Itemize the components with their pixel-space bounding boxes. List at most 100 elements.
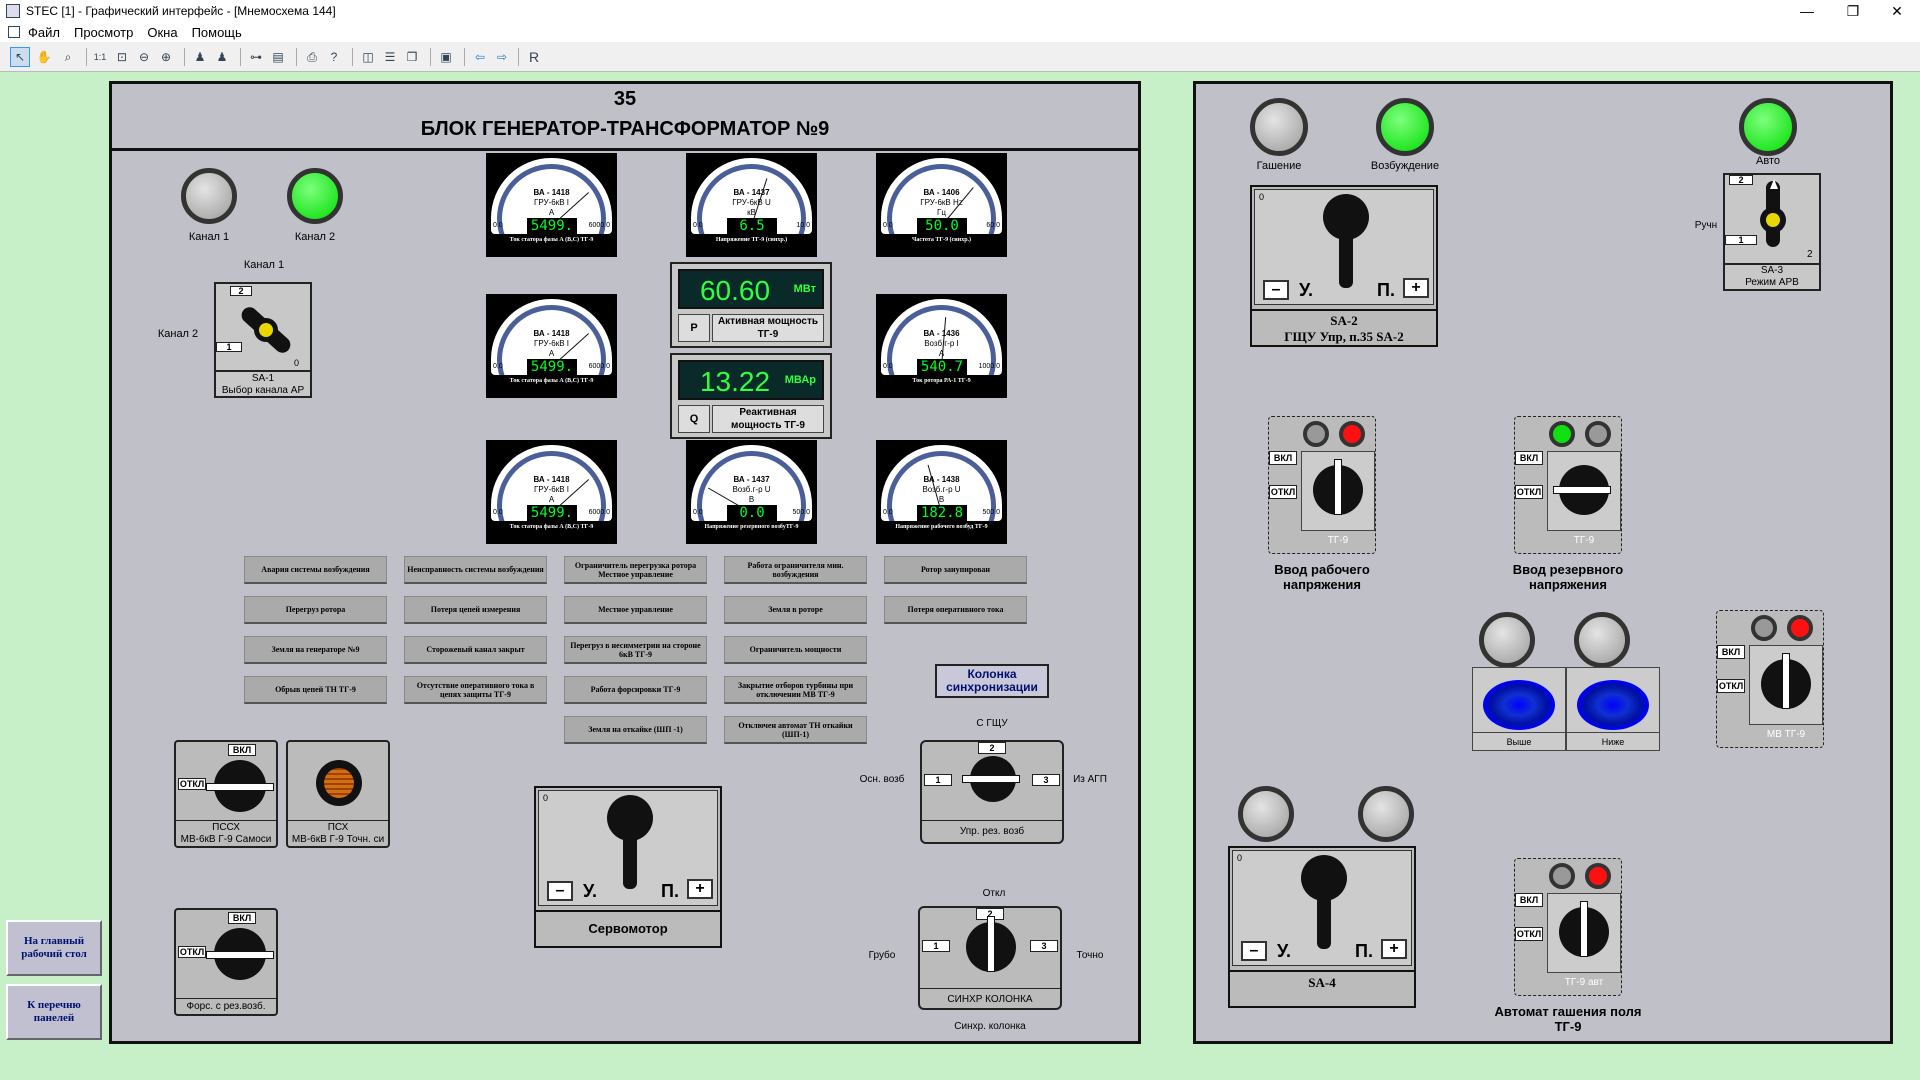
minimize-button[interactable]: — [1800,3,1814,19]
sinhr-switch[interactable]: 2 1 3 СИНХР КОЛОНКА [918,906,1062,1010]
sinhr-top-label: Откл [982,888,1006,899]
zoom-1to1-icon[interactable]: 1:1 [93,52,107,62]
back-icon[interactable]: ⇦ [474,50,486,64]
cascade-icon[interactable]: ❐ [406,50,418,64]
servo-plus-button[interactable]: + [687,879,713,899]
agp-handle[interactable] [1580,901,1588,957]
panel-icon[interactable]: ▤ [272,50,284,64]
sinhr-left-label: Грубо [868,950,896,961]
sa2-minus-button[interactable]: – [1263,280,1289,300]
sa2-zero: 0 [1259,192,1265,202]
servo-p-label: П. [661,881,679,901]
alarm-tile: Ограничитель перегрузка ротора Местное у… [564,556,707,584]
auto-lamp [1739,98,1797,156]
alarm-tile: Закрытие отборов турбины при отключении … [724,676,867,704]
meter-unit: В [748,495,755,504]
agp-on-tag: ВКЛ [1515,893,1543,907]
sa1-channel2-label: Канал 2 [157,328,199,340]
menu-view[interactable]: Просмотр [73,24,134,40]
work-voltage-handle[interactable] [1334,459,1342,515]
magnifier-icon[interactable]: ⌕ [64,49,72,64]
sa2-control[interactable]: 0 – У. П. + SA-2 ГЩУ Упр, п.35 SA-2 [1250,185,1438,347]
refresh-r-icon[interactable]: R [528,49,540,65]
menu-file[interactable]: Файл [28,24,60,40]
sa1-switch[interactable]: 2 1 0 SA-1 Выбор канала АР [214,282,312,398]
upr-rez-switch[interactable]: 2 1 3 Упр. рез. возб [920,740,1064,844]
down-button-cap[interactable] [1577,680,1649,730]
sa4-minus-button[interactable]: – [1241,941,1267,961]
up-button-cap[interactable] [1483,680,1555,730]
sync-column-button[interactable]: Колонка синхронизации [935,664,1049,698]
fors-switch[interactable]: ВКЛ ОТКЛ Форс. с рез.возб. [174,908,278,1016]
sa4-handle[interactable] [1317,891,1331,949]
menu-help[interactable]: Помощь [191,24,242,40]
fors-off-tag: ОТКЛ [178,946,206,958]
hand-icon[interactable]: ✋ [36,50,52,64]
sa3-desc: Режим АРВ [1745,277,1799,288]
pssx-switch[interactable]: ВКЛ ОТКЛ ПССХ МВ-6кВ Г-9 Самоси [174,740,278,848]
meter-min: 0.0 [693,509,703,516]
mv-handle[interactable] [1782,653,1790,709]
down-button[interactable]: Ниже [1566,667,1660,751]
down-lamp [1574,612,1630,668]
fors-handle[interactable] [206,951,274,959]
help-icon[interactable]: ? [330,50,338,64]
sa2-handle[interactable] [1339,230,1353,288]
user-icon[interactable]: ♟ [194,50,206,64]
agp-switch[interactable]: ВКЛ ОТКЛ ТГ-9 авт [1514,858,1622,996]
agp-off-tag: ОТКЛ [1515,927,1543,941]
reactive-power-code: Q [678,405,710,433]
restore-button[interactable]: ❐ [1846,2,1860,19]
meter-caption: Ток статора фазы А (В,С) ТГ-9 [509,524,594,530]
zoom-in-icon[interactable]: ⊕ [160,50,172,64]
pssx-handle[interactable] [206,783,274,791]
tile-horizontal-icon[interactable]: ☰ [384,50,396,64]
sa2-plus-button[interactable]: + [1403,278,1429,298]
home-desktop-button[interactable]: На главный рабочий стол [6,920,102,976]
reserve-voltage-switch[interactable]: ВКЛ ОТКЛ ТГ-9 [1514,416,1622,554]
servo-minus-button[interactable]: – [547,881,573,901]
menu-bar: Файл Просмотр Окна Помощь – ❐ ✕ [0,22,1920,61]
tile-vertical-icon[interactable]: ◫ [362,50,374,64]
meter-min: 0.0 [493,509,503,516]
mv-tg9-switch[interactable]: ВКЛ ОТКЛ МВ ТГ-9 [1716,610,1824,748]
print-icon[interactable]: ⎙ [307,49,317,64]
zoom-out-icon[interactable]: ⊖ [138,50,150,64]
alarm-tile: Потеря цепей измерения [404,596,547,624]
meter-model: ВА - 1436 [923,329,960,338]
psx-name: ПСХ [327,822,349,833]
forward-icon[interactable]: ⇨ [496,50,508,64]
menu-windows[interactable]: Окна [147,24,178,40]
upr-rez-handle[interactable] [962,775,1020,783]
sa4-control[interactable]: 0 – У. П. + SA-4 [1228,846,1416,1008]
up-button[interactable]: Выше [1472,667,1566,751]
sa3-switch[interactable]: 2 1 2 SA-3 Режим АРВ [1723,173,1821,291]
alarm-tile: Отключен автомат ТН откайки (ШП-1) [724,716,867,744]
window-settings-icon[interactable]: ▣ [440,50,452,64]
sa4-plus-button[interactable]: + [1381,939,1407,959]
binoculars-icon[interactable]: ⊶ [250,50,262,64]
meter-model: ВА - 1437 [733,475,770,484]
reserve-voltage-handle[interactable] [1553,486,1611,494]
servo-handle[interactable] [623,831,637,889]
reserve-voltage-led-off [1585,421,1611,447]
meter-max: 500.0 [792,509,810,516]
zoom-fit-icon[interactable]: ⊡ [116,50,128,64]
servomotor-control[interactable]: 0 – У. П. + Сервомотор [534,786,722,948]
psx-switch[interactable]: ПСХ МВ-6кВ Г-9 Точн. си [286,740,390,848]
meter-caption: Ток статора фазы А (В,С) ТГ-9 [509,378,594,384]
panel-list-button[interactable]: К перечню панелей [6,984,102,1040]
work-voltage-switch[interactable]: ВКЛ ОТКЛ ТГ-9 [1268,416,1376,554]
sinhr-handle[interactable] [987,916,995,972]
work-voltage-led-red [1339,421,1365,447]
pointer-icon[interactable]: ↖ [10,47,30,67]
panel-title: БЛОК ГЕНЕРАТОР-ТРАНСФОРМАТОР №9 [420,118,830,140]
users-icon[interactable]: ♟ [216,50,228,64]
sa1-pos0: 0 [294,358,300,368]
meter-max: 10.0 [796,222,810,229]
close-button[interactable]: ✕ [1891,2,1903,19]
